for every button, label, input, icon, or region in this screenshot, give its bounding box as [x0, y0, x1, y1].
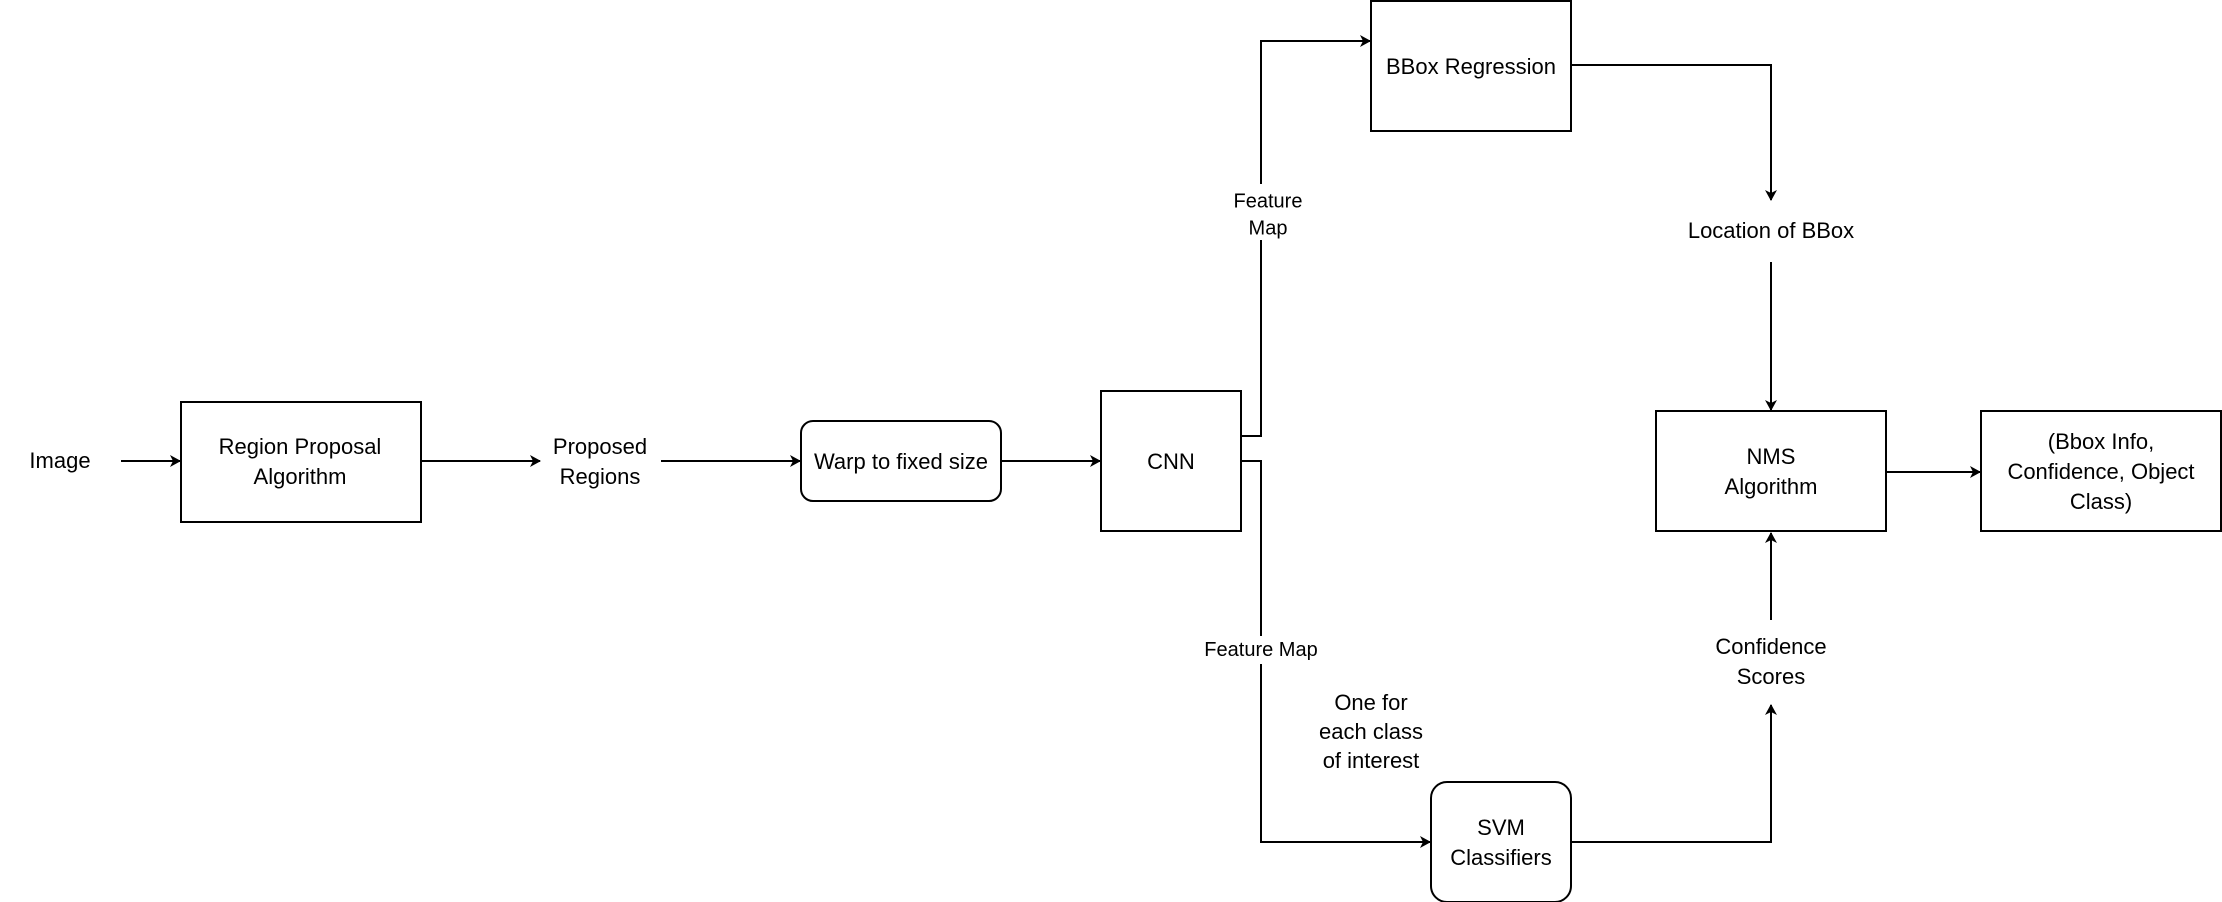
- feature-map-top-bg: [1226, 184, 1296, 240]
- feature-map-bottom-bg: [1196, 636, 1326, 664]
- text-line: Map: [1249, 218, 1288, 240]
- text-line: Algorithm: [254, 464, 347, 489]
- location-bbox-label: Location of BBox: [1688, 218, 1854, 243]
- text-line: Image: [29, 448, 90, 473]
- text-line: Feature Map: [1204, 639, 1317, 661]
- text-line: One for: [1334, 690, 1407, 715]
- text-line: each class: [1319, 719, 1423, 744]
- text-line: Confidence, Object: [2007, 459, 2194, 484]
- svm-label: SVM Classifiers: [1450, 815, 1551, 870]
- text-line: Class): [2070, 489, 2132, 514]
- cnn-box: [1100, 390, 1242, 532]
- text-line: Warp to fixed size: [814, 449, 988, 474]
- text-line: (Bbox Info,: [2048, 429, 2154, 454]
- region-proposal-box: [180, 401, 422, 523]
- nms-label: NMS Algorithm: [1725, 444, 1818, 499]
- text-line: Feature: [1234, 191, 1303, 213]
- text-line: SVM: [1477, 815, 1525, 840]
- text-line: CNN: [1147, 449, 1195, 474]
- text-line: Location of BBox: [1688, 218, 1854, 243]
- edge-bbox-regression-to-location: [1571, 64, 1777, 201]
- warp-label: Warp to fixed size: [814, 449, 988, 474]
- svm-box: [1430, 781, 1572, 902]
- text-line: Scores: [1737, 664, 1805, 689]
- bbox-regression-label: BBox Regression: [1386, 54, 1556, 79]
- one-for-each-class-label: One for each class of interest: [1319, 690, 1423, 773]
- feature-map-bottom-label: Feature Map: [1204, 639, 1317, 661]
- text-line: Proposed: [553, 434, 647, 459]
- text-line: Algorithm: [1725, 474, 1818, 499]
- text-line: of interest: [1323, 748, 1420, 773]
- text-line: Classifiers: [1450, 845, 1551, 870]
- text-line: Region Proposal: [219, 434, 382, 459]
- cnn-label: CNN: [1147, 449, 1195, 474]
- text-line: NMS: [1747, 444, 1796, 469]
- text-line: BBox Regression: [1386, 54, 1556, 79]
- image-label: Image: [29, 448, 90, 473]
- bbox-regression-box: [1370, 0, 1572, 132]
- text-line: Regions: [560, 464, 641, 489]
- edge-svm-to-confidence: [1571, 704, 1777, 843]
- nms-box: [1655, 410, 1887, 532]
- warp-box: [800, 420, 1002, 502]
- text-line: Confidence: [1715, 634, 1826, 659]
- output-box: [1980, 410, 2222, 532]
